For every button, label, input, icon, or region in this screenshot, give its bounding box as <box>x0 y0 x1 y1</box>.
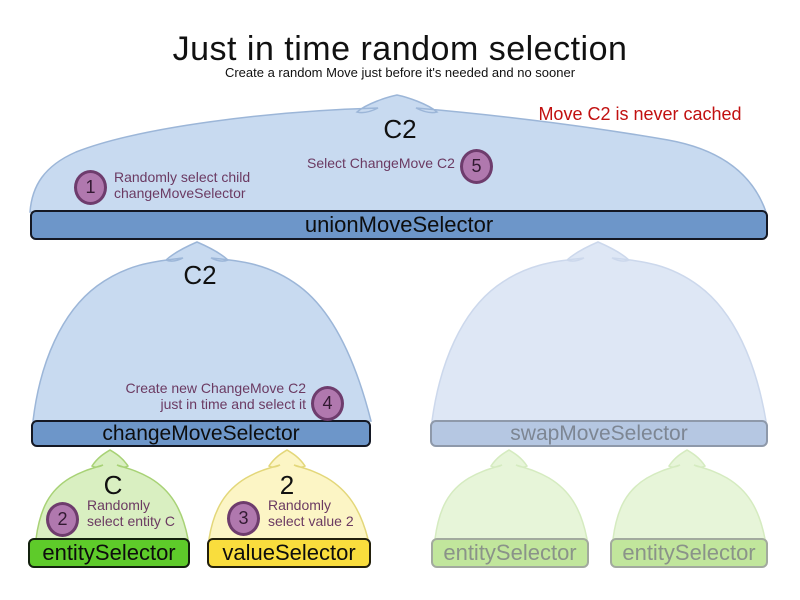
step-5-line1: Select ChangeMove C2 <box>307 155 455 171</box>
never-cached-annotation: Move C2 is never cached <box>538 104 742 124</box>
step-2-line2: select entity C <box>87 513 175 529</box>
step-1-circle: 1 <box>74 170 107 205</box>
step-3-line1: Randomly <box>268 497 332 513</box>
entity-output-label: C <box>103 470 123 500</box>
change-funnel-shape <box>32 241 372 422</box>
step-4-label: Create new ChangeMove C2 just in time an… <box>100 380 306 412</box>
change-output-label: C2 <box>183 260 217 290</box>
step-4-circle: 4 <box>311 386 344 421</box>
page-subtitle: Create a random Move just before it's ne… <box>224 65 576 80</box>
entity-selector-bar-faded-1: entitySelector <box>431 538 589 568</box>
swap-move-selector-bar: swapMoveSelector <box>430 420 768 447</box>
swap-funnel-shape-faded <box>431 241 767 422</box>
step-3-circle: 3 <box>227 501 260 536</box>
union-output-label: C2 <box>383 114 417 144</box>
step-5-circle: 5 <box>460 149 493 184</box>
change-move-selector-bar: changeMoveSelector <box>31 420 371 447</box>
step-2-line1: Randomly <box>87 497 151 513</box>
entity-selector-bar: entitySelector <box>28 538 190 568</box>
step-1-label: Randomly select child changeMoveSelector <box>114 169 250 201</box>
entity-selector-bar-faded-2: entitySelector <box>610 538 768 568</box>
step-4-line2: just in time and select it <box>160 396 306 412</box>
step-4-line1: Create new ChangeMove C2 <box>125 380 306 396</box>
step-2-label: Randomly select entity C <box>87 497 175 529</box>
step-2-circle: 2 <box>46 502 79 537</box>
entity2-funnel-shape-faded <box>434 449 588 540</box>
value-output-label: 2 <box>279 470 295 500</box>
union-move-selector-bar: unionMoveSelector <box>30 210 768 240</box>
entity3-funnel-shape-faded <box>612 449 766 540</box>
page-title: Just in time random selection <box>172 30 628 68</box>
step-1-line1: Randomly select child <box>114 169 251 185</box>
value-selector-bar: valueSelector <box>207 538 371 568</box>
step-5-label: Select ChangeMove C2 <box>307 155 455 171</box>
step-3-label: Randomly select value 2 <box>268 497 354 529</box>
step-3-line2: select value 2 <box>268 513 354 529</box>
union-funnel-shape <box>29 94 768 213</box>
step-1-line2: changeMoveSelector <box>114 185 246 201</box>
